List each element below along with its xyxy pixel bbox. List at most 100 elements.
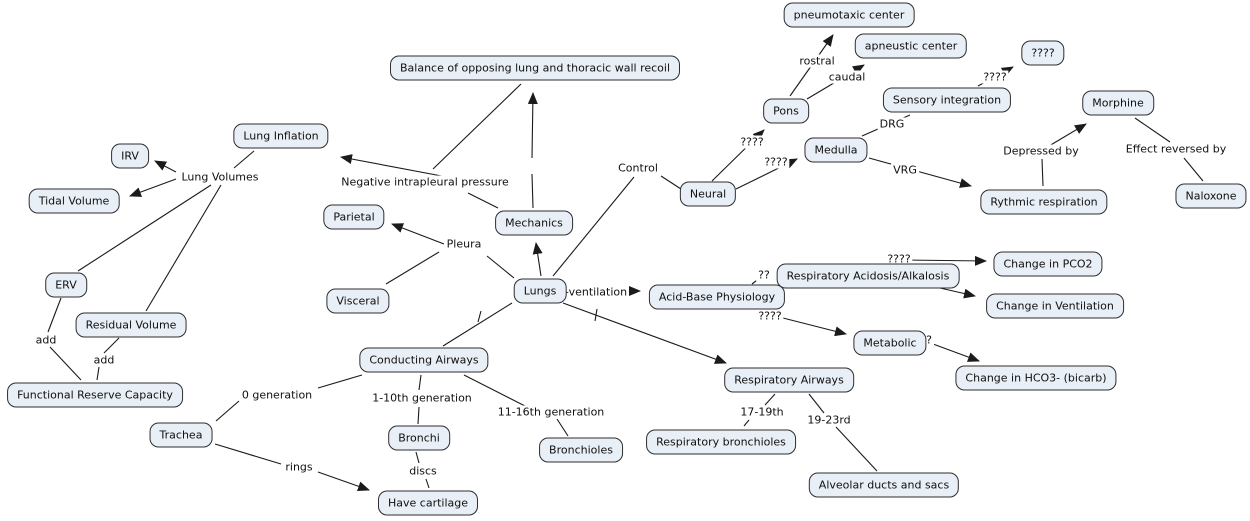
edge-label-discs[interactable]: discs	[407, 464, 439, 478]
node-have-cartilage[interactable]: Have cartilage	[377, 490, 479, 516]
node-alveolar-ducts-and-sacs[interactable]: Alveolar ducts and sacs	[808, 472, 960, 498]
edge-label-gen-19-23[interactable]: 19-23rd	[805, 413, 853, 427]
node-respiratory-bronchioles[interactable]: Respiratory bronchioles	[646, 429, 796, 455]
edge-label-add-residual[interactable]: add	[91, 353, 117, 367]
edge-label-drg[interactable]: DRG	[877, 117, 907, 131]
edge-conducting-gen1116	[463, 374, 528, 408]
node-bronchioles[interactable]: Bronchioles	[539, 437, 623, 463]
edge-lungs-pleura	[486, 255, 515, 279]
edge-label-q-sensory[interactable]: ????	[981, 70, 1009, 84]
node-residual-volume[interactable]: Residual Volume	[75, 312, 187, 338]
edge-label-q-medulla[interactable]: ????	[762, 155, 790, 169]
edge-label-gen-11-16[interactable]: 11-16th generation	[495, 405, 607, 419]
edge-discs-cartilage	[425, 478, 430, 489]
edge-add2-frc	[96, 366, 100, 381]
node-conducting-airways[interactable]: Conducting Airways	[359, 347, 489, 373]
edge-label-caudal[interactable]: caudal	[826, 70, 868, 84]
node-visceral[interactable]: Visceral	[326, 288, 390, 314]
node-pons[interactable]: Pons	[763, 98, 809, 124]
edge-gen0-trachea	[215, 400, 240, 422]
edge-negpressure-balance	[432, 83, 522, 170]
edge-effect-naloxone	[1183, 157, 1204, 182]
node-lung-inflation[interactable]: Lung Inflation	[233, 123, 329, 149]
edge-label-pleura[interactable]: Pleura	[444, 237, 484, 251]
edge-trachea-rings	[214, 443, 282, 465]
node-unknown[interactable]: ????	[1021, 40, 1065, 66]
node-irv[interactable]: IRV	[111, 143, 149, 169]
edge-negpressure-lunginflation	[340, 154, 448, 178]
edge-label-control[interactable]: Control	[616, 161, 660, 175]
edge-residual-add	[103, 337, 120, 354]
node-change-in-pco2[interactable]: Change in PCO2	[993, 251, 1103, 277]
tick-lungs-respairways	[594, 308, 598, 322]
edge-label-ventilation[interactable]: -ventilation	[562, 285, 630, 299]
edge-rythmic-depressed-stub	[1041, 158, 1044, 187]
edge-mechanics-balance-a	[531, 173, 534, 209]
node-change-in-ventilation[interactable]: Change in Ventilation	[986, 293, 1124, 319]
edge-mechanics-negpressure	[467, 192, 499, 209]
edge-label-q-hco3[interactable]: ?	[924, 333, 934, 347]
edge-erv-add	[47, 297, 62, 333]
edge-neural-control-stub	[660, 175, 682, 190]
edge-label-q-resp-acid[interactable]: ??	[756, 268, 772, 282]
node-pneumotaxic-center[interactable]: pneumotaxic center	[783, 2, 915, 28]
edge-respairways-gen1719	[764, 393, 776, 406]
node-functional-reserve-capacity[interactable]: Functional Reserve Capacity	[7, 382, 183, 408]
edge-pleura-parietal	[391, 223, 445, 245]
edge-gen110-bronchi	[417, 406, 420, 425]
node-respiratory-acidosis-alkalosis[interactable]: Respiratory Acidosis/Alkalosis	[776, 263, 960, 289]
node-rythmic-respiration[interactable]: Rythmic respiration	[980, 189, 1108, 215]
node-neural[interactable]: Neural	[679, 181, 737, 207]
edge-label-lung-volumes[interactable]: Lung Volumes	[179, 170, 261, 184]
edge-conducting-gen0	[317, 374, 363, 389]
edge-label-depressed-by[interactable]: Depressed by	[1001, 144, 1081, 158]
node-balance-recoil[interactable]: Balance of opposing lung and thoracic wa…	[389, 55, 681, 81]
edge-lungs-respairways	[562, 302, 727, 364]
node-metabolic[interactable]: Metabolic	[853, 330, 927, 356]
node-morphine[interactable]: Morphine	[1082, 90, 1154, 116]
node-erv[interactable]: ERV	[45, 272, 87, 298]
edge-respacid-pco2	[902, 255, 987, 266]
edge-respacid-changevent	[939, 287, 976, 299]
edge-label-q-pco2[interactable]: ????	[885, 252, 913, 266]
edge-label-rostral[interactable]: rostral	[797, 54, 837, 68]
edge-label-negative-intrapleural-pressure[interactable]: Negative intrapleural pressure	[339, 175, 511, 189]
edge-gen1116-bronchioles	[556, 418, 569, 437]
edge-label-gen-0[interactable]: 0 generation	[239, 388, 315, 402]
edge-label-q-metabolic[interactable]: ????	[756, 309, 784, 323]
edge-mechanics-balance-b	[527, 92, 538, 159]
node-change-in-hco3[interactable]: Change in HCO3- (bicarb)	[955, 365, 1117, 391]
node-mechanics[interactable]: Mechanics	[495, 210, 573, 236]
tick-lungs-conducting	[477, 310, 482, 323]
node-parietal[interactable]: Parietal	[323, 204, 385, 230]
edge-lungvolumes-irv	[154, 160, 177, 173]
edge-lungs-mechanics	[532, 242, 543, 277]
edge-label-vrg[interactable]: VRG	[891, 163, 919, 177]
node-trachea[interactable]: Trachea	[149, 422, 213, 448]
node-lungs[interactable]: Lungs	[513, 278, 567, 304]
node-sensory-integration[interactable]: Sensory integration	[882, 87, 1012, 113]
node-apneustic-center[interactable]: apneustic center	[854, 33, 968, 59]
edge-label-rings[interactable]: rings	[283, 460, 315, 474]
node-respiratory-airways[interactable]: Respiratory Airways	[724, 367, 854, 393]
edge-respairways-gen1923	[808, 393, 825, 414]
edge-lungvolumes-tidal	[129, 178, 177, 197]
edge-metabolic-hco3	[932, 343, 980, 362]
edge-acidbase-metabolic	[782, 317, 847, 337]
node-naloxone[interactable]: Naloxone	[1175, 183, 1247, 209]
edge-morphine-effect-stub	[1134, 117, 1171, 143]
node-tidal-volume[interactable]: Tidal Volume	[28, 188, 120, 214]
node-medulla[interactable]: Medulla	[804, 137, 868, 163]
edge-label-gen-17-19[interactable]: 17-19th	[738, 405, 786, 419]
edge-rings-cartilage	[317, 471, 370, 492]
edge-pleura-visceral	[385, 251, 440, 285]
edge-conducting-gen110	[418, 374, 422, 391]
edge-label-add-erv[interactable]: add	[33, 333, 59, 347]
node-acid-base-physiology[interactable]: Acid-Base Physiology	[648, 284, 786, 310]
edge-gen1923-alveolar	[835, 426, 878, 472]
node-bronchi[interactable]: Bronchi	[388, 425, 450, 451]
edge-label-q-pons[interactable]: ????	[738, 135, 766, 149]
edge-label-gen-1-10[interactable]: 1-10th generation	[370, 391, 474, 405]
edge-label-effect-reversed-by[interactable]: Effect reversed by	[1123, 142, 1229, 156]
